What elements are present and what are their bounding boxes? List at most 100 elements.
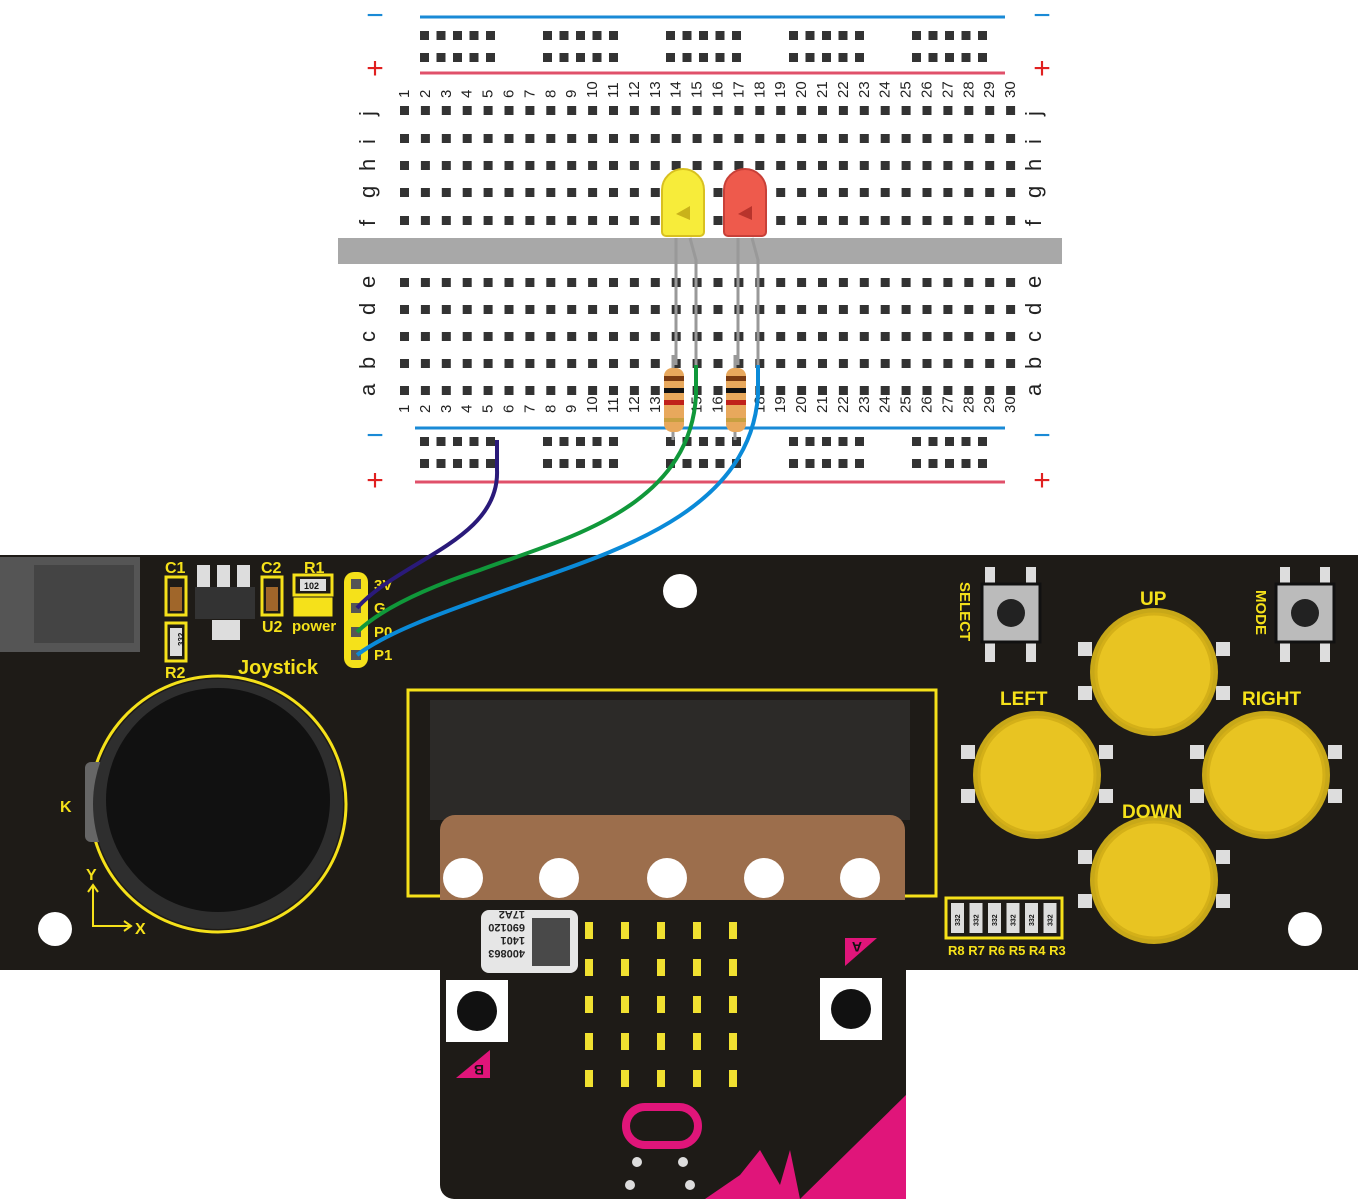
breadboard-hole[interactable] (985, 188, 995, 197)
rail-hole[interactable] (978, 53, 987, 62)
rail-hole[interactable] (486, 31, 495, 40)
rail-hole[interactable] (855, 31, 864, 40)
joystick-knob[interactable] (106, 688, 330, 912)
breadboard-hole[interactable] (567, 332, 577, 341)
rail-hole[interactable] (592, 459, 602, 468)
breadboard-hole[interactable] (692, 106, 702, 115)
breadboard-hole[interactable] (818, 188, 827, 197)
breadboard-hole[interactable] (985, 216, 995, 225)
breadboard-hole[interactable] (400, 216, 409, 225)
rail-hole[interactable] (838, 53, 848, 62)
breadboard-hole[interactable] (797, 188, 807, 197)
breadboard-hole[interactable] (525, 359, 535, 368)
breadboard-hole[interactable] (776, 134, 786, 143)
breadboard-hole[interactable] (420, 161, 430, 170)
breadboard-hole[interactable] (776, 106, 786, 115)
breadboard-hole[interactable] (713, 359, 723, 368)
breadboard-hole[interactable] (692, 134, 702, 143)
breadboard-hole[interactable] (504, 134, 514, 143)
rail-hole[interactable] (436, 31, 446, 40)
breadboard-hole[interactable] (420, 134, 430, 143)
breadboard-hole[interactable] (588, 386, 598, 395)
breadboard-hole[interactable] (985, 359, 995, 368)
breadboard-hole[interactable] (1006, 386, 1016, 395)
breadboard-hole[interactable] (880, 188, 890, 197)
breadboard-hole[interactable] (650, 216, 660, 225)
rail-hole[interactable] (666, 53, 675, 62)
breadboard-hole[interactable] (985, 386, 995, 395)
breadboard-hole[interactable] (546, 216, 556, 225)
breadboard-hole[interactable] (462, 161, 472, 170)
breadboard-hole[interactable] (629, 386, 639, 395)
breadboard-hole[interactable] (922, 216, 932, 225)
rail-hole[interactable] (682, 31, 692, 40)
breadboard-hole[interactable] (713, 332, 723, 341)
breadboard-hole[interactable] (525, 106, 535, 115)
breadboard-hole[interactable] (400, 161, 409, 170)
breadboard-hole[interactable] (859, 386, 869, 395)
breadboard-hole[interactable] (943, 386, 953, 395)
breadboard-hole[interactable] (1006, 278, 1016, 287)
breadboard-hole[interactable] (567, 305, 577, 314)
rail-hole[interactable] (592, 53, 602, 62)
rail-hole[interactable] (732, 437, 741, 446)
breadboard-hole[interactable] (797, 359, 807, 368)
breadboard-hole[interactable] (588, 188, 598, 197)
rail-hole[interactable] (486, 53, 495, 62)
breadboard-hole[interactable] (755, 305, 765, 314)
breadboard-hole[interactable] (901, 134, 911, 143)
rail-hole[interactable] (978, 459, 987, 468)
breadboard-hole[interactable] (609, 106, 618, 115)
breadboard-hole[interactable] (964, 278, 974, 287)
breadboard-hole[interactable] (525, 188, 535, 197)
breadboard-hole[interactable] (400, 386, 409, 395)
breadboard-hole[interactable] (776, 386, 786, 395)
breadboard-hole[interactable] (964, 134, 974, 143)
breadboard-hole[interactable] (462, 359, 472, 368)
breadboard-hole[interactable] (838, 216, 848, 225)
pin-label-p1[interactable]: P1 (374, 647, 392, 664)
breadboard-hole[interactable] (650, 359, 660, 368)
breadboard-hole[interactable] (546, 305, 556, 314)
breadboard-hole[interactable] (400, 106, 409, 115)
breadboard-hole[interactable] (588, 359, 598, 368)
breadboard-hole[interactable] (441, 134, 451, 143)
breadboard-hole[interactable] (985, 134, 995, 143)
breadboard-hole[interactable] (818, 134, 827, 143)
rail-hole[interactable] (453, 437, 462, 446)
breadboard-hole[interactable] (859, 188, 869, 197)
breadboard-hole[interactable] (504, 161, 514, 170)
breadboard-hole[interactable] (650, 386, 660, 395)
breadboard-hole[interactable] (943, 134, 953, 143)
breadboard-hole[interactable] (567, 106, 577, 115)
breadboard-hole[interactable] (901, 359, 911, 368)
breadboard-hole[interactable] (504, 188, 514, 197)
rail-hole[interactable] (420, 459, 429, 468)
breadboard-hole[interactable] (483, 216, 493, 225)
breadboard-hole[interactable] (1006, 188, 1016, 197)
rail-hole[interactable] (559, 459, 569, 468)
rail-hole[interactable] (543, 53, 552, 62)
breadboard-hole[interactable] (880, 386, 890, 395)
breadboard-hole[interactable] (629, 188, 639, 197)
breadboard-hole[interactable] (588, 161, 598, 170)
breadboard-hole[interactable] (734, 134, 744, 143)
rail-hole[interactable] (453, 31, 462, 40)
rail-hole[interactable] (789, 459, 798, 468)
rail-hole[interactable] (945, 31, 954, 40)
breadboard-hole[interactable] (818, 305, 827, 314)
breadboard-hole[interactable] (567, 134, 577, 143)
breadboard-hole[interactable] (567, 278, 577, 287)
rail-hole[interactable] (789, 437, 798, 446)
breadboard-hole[interactable] (441, 216, 451, 225)
breadboard-hole[interactable] (838, 359, 848, 368)
rail-hole[interactable] (715, 31, 725, 40)
breadboard-hole[interactable] (400, 188, 409, 197)
breadboard-hole[interactable] (525, 332, 535, 341)
breadboard-hole[interactable] (713, 278, 723, 287)
breadboard-hole[interactable] (922, 106, 932, 115)
rail-hole[interactable] (805, 53, 815, 62)
breadboard-hole[interactable] (943, 359, 953, 368)
breadboard-hole[interactable] (985, 106, 995, 115)
breadboard-hole[interactable] (609, 332, 618, 341)
